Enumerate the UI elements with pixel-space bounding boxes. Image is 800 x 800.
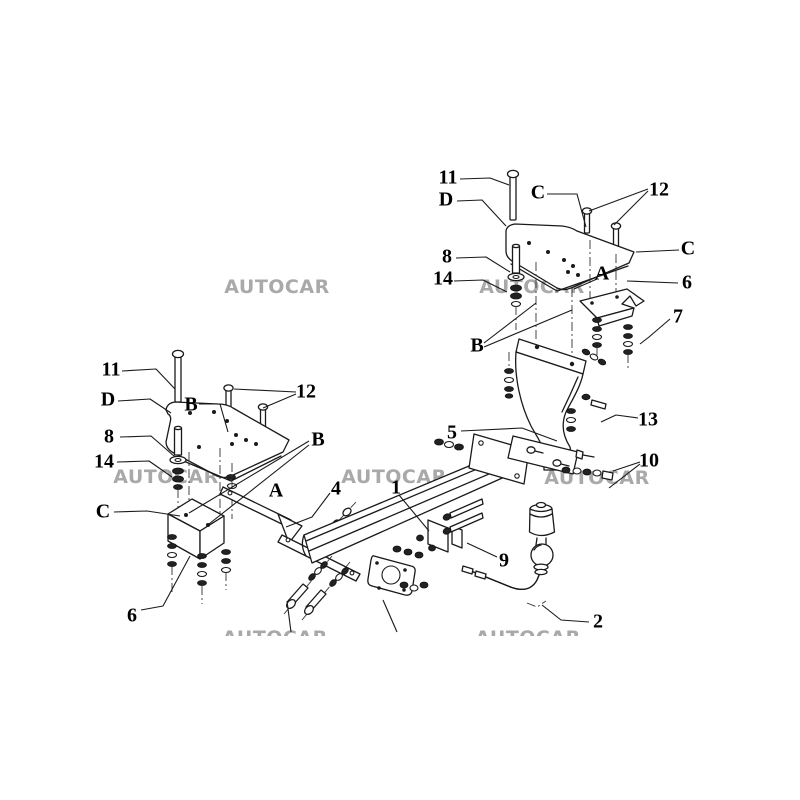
part-label-10: 10	[639, 449, 659, 472]
right-spacer-and-washers	[507, 243, 525, 308]
part-label-8-left: 8	[104, 425, 114, 448]
tow-ball	[530, 543, 554, 567]
right-mounting-plate	[505, 223, 635, 292]
right-small-bracket	[579, 288, 645, 355]
part-label-6-right: 6	[682, 271, 692, 294]
diagonal-bolt-sets	[283, 501, 357, 621]
part-label-9: 9	[499, 549, 509, 572]
part-label-11-left: 11	[101, 358, 121, 381]
crossbar-assembly	[219, 433, 530, 621]
left-mounting-plate	[165, 401, 290, 482]
autocar-watermark: AUTOCAR	[222, 627, 327, 636]
part-label-13: 13	[638, 408, 658, 431]
ball-mount-plate	[367, 545, 429, 596]
right-bolts	[506, 169, 622, 263]
part-label-14-right: 14	[433, 267, 453, 290]
left-assembly	[165, 349, 290, 604]
part-label-4: 4	[331, 477, 341, 500]
part-label-6-left: 6	[127, 604, 137, 627]
part-label-C-right-side: C	[680, 237, 696, 260]
part-label-D-left: D	[100, 388, 116, 411]
part-label-8-right: 8	[442, 245, 452, 268]
autocar-watermark: AUTOCAR	[113, 466, 219, 488]
part-label-C-right-top: C	[530, 181, 546, 204]
part-label-5: 5	[447, 421, 457, 444]
autocar-watermark: AUTOCAR	[341, 466, 447, 488]
bracket-foot	[507, 435, 614, 481]
part-label-2: 2	[593, 610, 603, 633]
arm-slot	[474, 570, 487, 580]
part-label-B-left-side: B	[311, 428, 325, 451]
part-label-14-left: 14	[94, 450, 114, 473]
part-label-C-left: C	[95, 500, 111, 523]
autocar-watermark: AUTOCAR	[475, 627, 580, 636]
part-label-A-left: A	[268, 479, 284, 502]
part-label-12-right: 12	[649, 178, 669, 201]
right-assembly	[503, 169, 645, 481]
towball-assembly	[461, 501, 556, 608]
left-channel-bracket	[167, 498, 225, 560]
part-label-B-right: B	[470, 334, 484, 357]
part-label-11-right: 11	[438, 166, 458, 189]
part-label-1: 1	[391, 476, 401, 499]
part-label-B-left-top: B	[184, 393, 198, 416]
part-label-12-left: 12	[296, 380, 316, 403]
autocar-watermark: AUTOCAR	[224, 276, 330, 298]
watermark-clip-region: AUTOCAR AUTOCAR	[222, 627, 580, 636]
arm-slot	[461, 565, 474, 575]
part-label-7: 7	[673, 305, 683, 328]
support-bracket-part13	[503, 338, 607, 471]
leader-lines	[113, 177, 680, 633]
part-label-D-right: D	[438, 188, 454, 211]
beam-centre-brackets	[416, 498, 484, 553]
left-bracket-washers	[166, 534, 232, 586]
part-label-A-right: A	[594, 262, 610, 285]
